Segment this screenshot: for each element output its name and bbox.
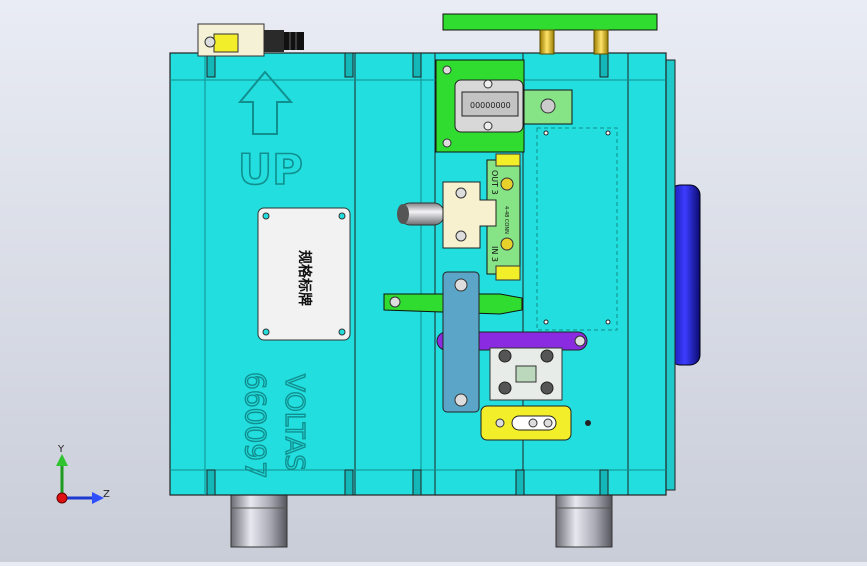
bottom-cylinder-left xyxy=(230,494,288,548)
connector-label-top: OUT 3 xyxy=(490,170,499,195)
yellow-latch xyxy=(480,405,591,441)
pcb-strip xyxy=(486,153,521,281)
label-plate-text: 规格标牌 xyxy=(296,250,313,306)
brand-text: VOLTAS xyxy=(279,374,309,471)
plunger xyxy=(397,202,445,226)
triad-z-label: Z xyxy=(103,489,110,500)
up-label: UP xyxy=(238,145,303,194)
main-body xyxy=(169,52,667,496)
connector-label-mid: 4-48 CONN xyxy=(503,206,509,234)
connector-label-bottom: IN 3 xyxy=(490,246,499,262)
right-cover-plate xyxy=(536,127,618,331)
steel-slider xyxy=(442,271,480,413)
connector-block xyxy=(435,59,573,153)
up-arrow-icon xyxy=(237,70,294,135)
label-plate xyxy=(257,207,351,341)
bottom-cylinder-right xyxy=(555,494,613,548)
top-connector xyxy=(197,23,304,57)
cream-bracket xyxy=(442,181,497,249)
connector-pins: 00000000 xyxy=(470,101,511,110)
part-number-text: 660097 xyxy=(239,372,272,479)
side-knob xyxy=(662,59,701,491)
clamp-block xyxy=(489,347,563,401)
triad-y-label: Y xyxy=(57,444,65,455)
top-pcb-bar xyxy=(442,13,658,55)
orientation-triad xyxy=(56,454,104,504)
